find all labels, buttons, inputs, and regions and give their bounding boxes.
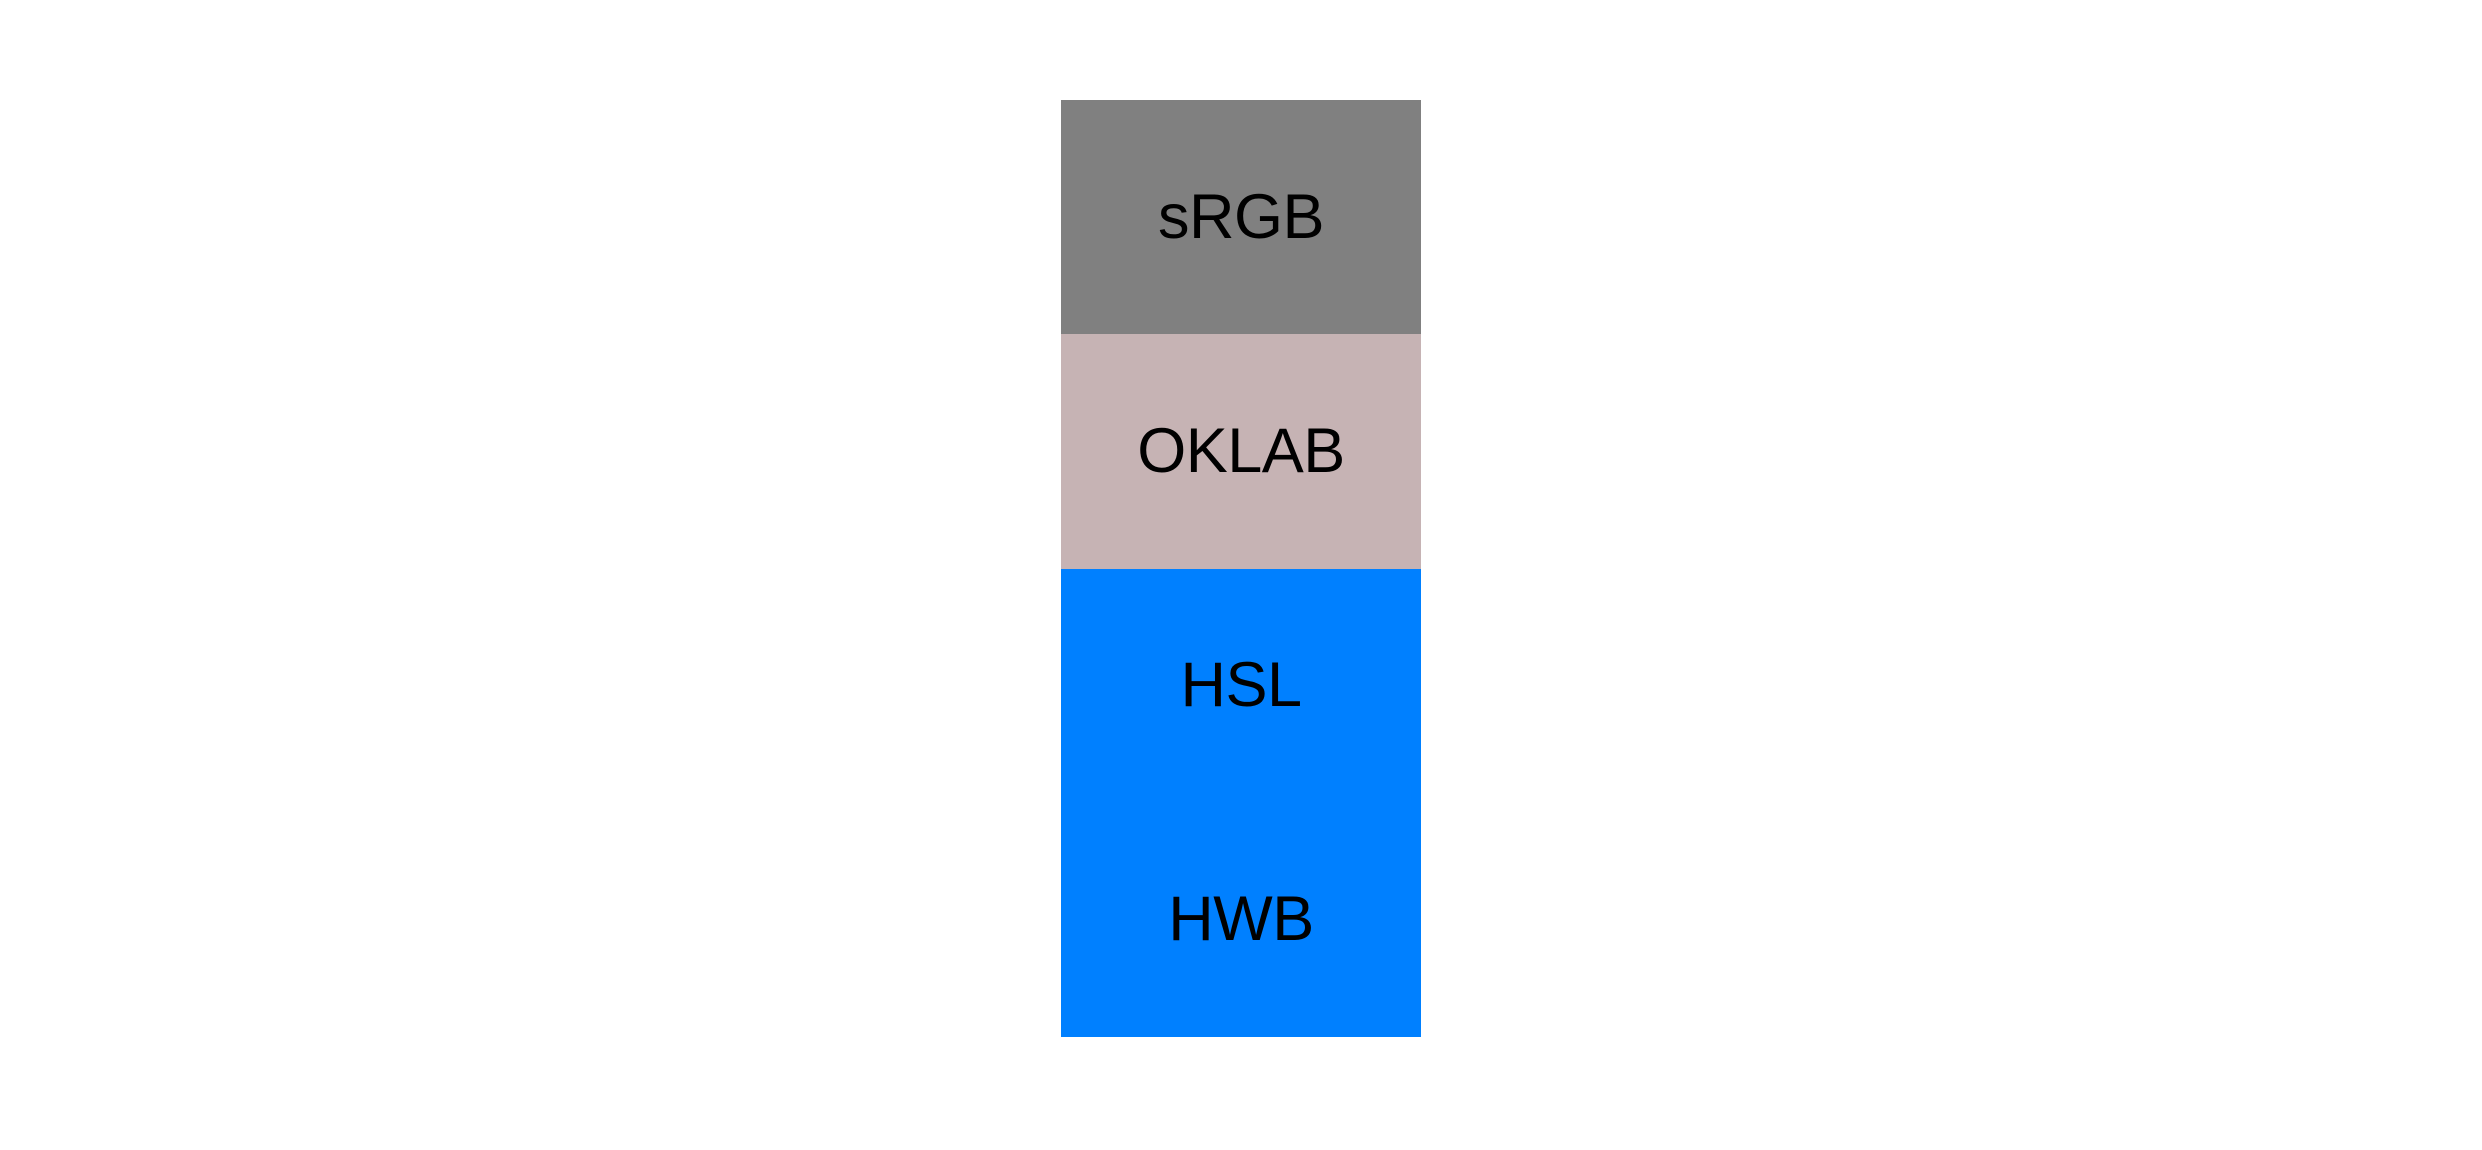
swatch-label-hwb: HWB (1168, 884, 1314, 955)
swatch-hsl: HSL (1061, 568, 1421, 803)
swatch-hwb: HWB (1061, 802, 1421, 1037)
swatch-label-oklab: OKLAB (1137, 415, 1345, 486)
swatch-oklab: OKLAB (1061, 334, 1421, 569)
swatch-label-srgb: sRGB (1157, 181, 1325, 252)
swatch-label-hsl: HSL (1180, 650, 1302, 721)
swatch-srgb: sRGB (1061, 100, 1421, 335)
color-space-swatch-column: sRGB OKLAB HSL HWB (1061, 100, 1421, 1037)
